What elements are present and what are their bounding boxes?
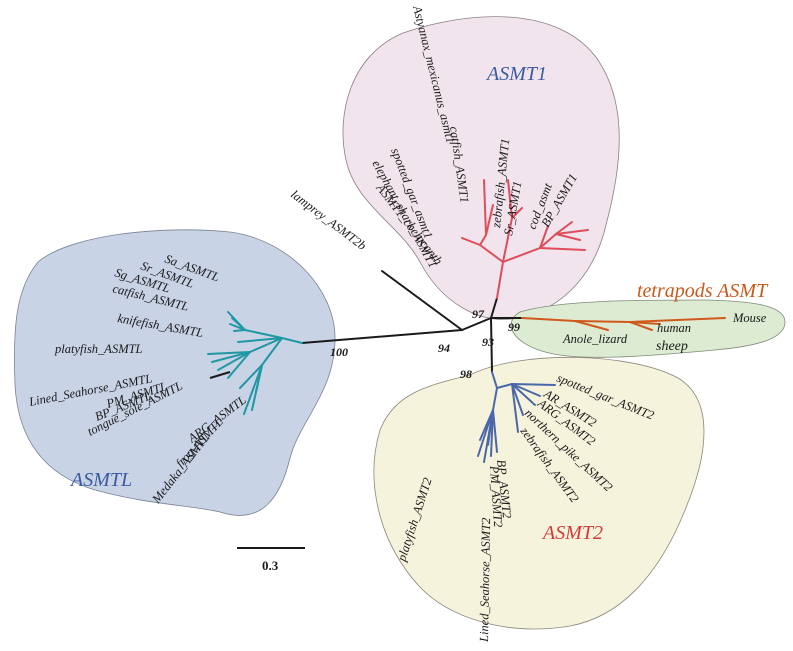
bootstrap-99: 99 [508, 320, 520, 334]
asmtl-mid [249, 337, 283, 353]
tetrapods-branches [521, 317, 726, 331]
asmt1-branch-left-d [485, 204, 494, 236]
asmtl-medaka [243, 364, 263, 415]
asmtl-sg [229, 323, 246, 331]
asmt1-branch-right-b [555, 221, 573, 235]
asmtl-catfish [233, 329, 246, 332]
asmtl-stem [281, 337, 303, 344]
asmt1-branch-left-a [461, 237, 481, 246]
asmt1-branch-mid [502, 217, 513, 263]
asmtl-bp [227, 351, 251, 379]
asmtl-knifefish [237, 337, 283, 343]
taxon-sheep: sheep [656, 339, 688, 354]
bootstrap-97: 97 [472, 307, 485, 321]
clade-label-asmtl: ASMTL [69, 469, 132, 491]
taxon-platyfish-asmtl: platyfish_ASMTL [54, 342, 143, 356]
asmt1-branch-right-a [539, 233, 557, 249]
asmt1-branch-right-d [539, 225, 549, 249]
taxon-pm-asmt2: PM_ASMT2 [487, 464, 505, 528]
asmt1-branch-right [502, 247, 541, 263]
clade-label-asmt1: ASMT1 [485, 63, 547, 85]
asmt2-stem [491, 371, 498, 389]
asmt2-upper [496, 383, 513, 389]
backbone-asmt2-branch [490, 317, 493, 373]
asmt2-lower [492, 387, 498, 411]
asmt2-region [373, 356, 705, 630]
taxon-human: human [657, 321, 691, 335]
tetrapods-sheep [629, 321, 653, 331]
scale-bar-label: 0.3 [262, 558, 279, 573]
backbone-asmtl-branch [301, 329, 463, 344]
backbone-asmt1-branch [490, 297, 498, 319]
taxon-lined-seahorse-asmt2: Lined_Seahorse_ASMT2 [477, 518, 493, 644]
asmt2-pike [511, 383, 524, 416]
asmt1-stem [496, 261, 504, 299]
bootstrap-93: 93 [482, 335, 494, 349]
asmt2-ar [511, 383, 541, 397]
asmt1-branch-right-f [555, 229, 589, 235]
taxon-mouse: Mouse [732, 311, 767, 325]
asmt1-branch-mid-a [507, 179, 513, 219]
backbone-lamprey-branch [381, 270, 463, 331]
asmt1-branch-left [479, 244, 504, 263]
asmtl-frog [251, 364, 263, 411]
asmtl-branches [207, 311, 303, 415]
asmtl-lower [261, 337, 283, 366]
backbone-branches [301, 270, 523, 373]
bootstrap-98: 98 [460, 367, 472, 381]
clade-label-asmt2: ASMT2 [541, 522, 603, 544]
asmt2-extra-b [479, 409, 494, 441]
backbone-central-branch [461, 317, 492, 331]
tetrapods-stem [521, 317, 576, 322]
tetrapods-mouse [629, 317, 726, 323]
asmt1-branch-left-b [479, 234, 487, 246]
bootstrap-100: 100 [330, 345, 348, 359]
asmt2-branches [477, 371, 556, 463]
asmtl-sr [231, 317, 246, 331]
asmt1-branch-right-e [539, 247, 586, 251]
asmtl-dark-short-branch [209, 371, 231, 379]
taxon-anole-lizard: Anole_lizard [562, 332, 628, 346]
taxon-bp-asmt2: BP_ASMT2 [494, 459, 514, 519]
asmtl-platyfish [207, 351, 251, 355]
asmtl-region [14, 229, 336, 516]
tetrapods-anole [574, 320, 609, 331]
asmt2-spotted-gar [511, 383, 556, 386]
asmt2-arg [511, 383, 536, 406]
asmt2-zebrafish [511, 383, 519, 433]
asmt1-branches [461, 179, 589, 299]
asmt1-branch-right-c [555, 233, 581, 241]
tetrapods-mammals [574, 320, 631, 323]
asmtl-tongue-sole [239, 364, 263, 389]
taxon-lamprey-asmt2b: lamprey_ASMT2b [288, 187, 369, 253]
bootstrap-94: 94 [438, 341, 450, 355]
clade-label-tetrapods: tetrapods ASMT [637, 280, 769, 302]
asmt1-branch-left-c [483, 179, 487, 236]
asmt1-branch-mid-b [511, 207, 523, 219]
asmt2-extra-a [487, 409, 494, 446]
asmtl-pm [217, 351, 251, 371]
asmtl-upper [244, 329, 283, 339]
asmtl-seahorse [211, 351, 251, 363]
